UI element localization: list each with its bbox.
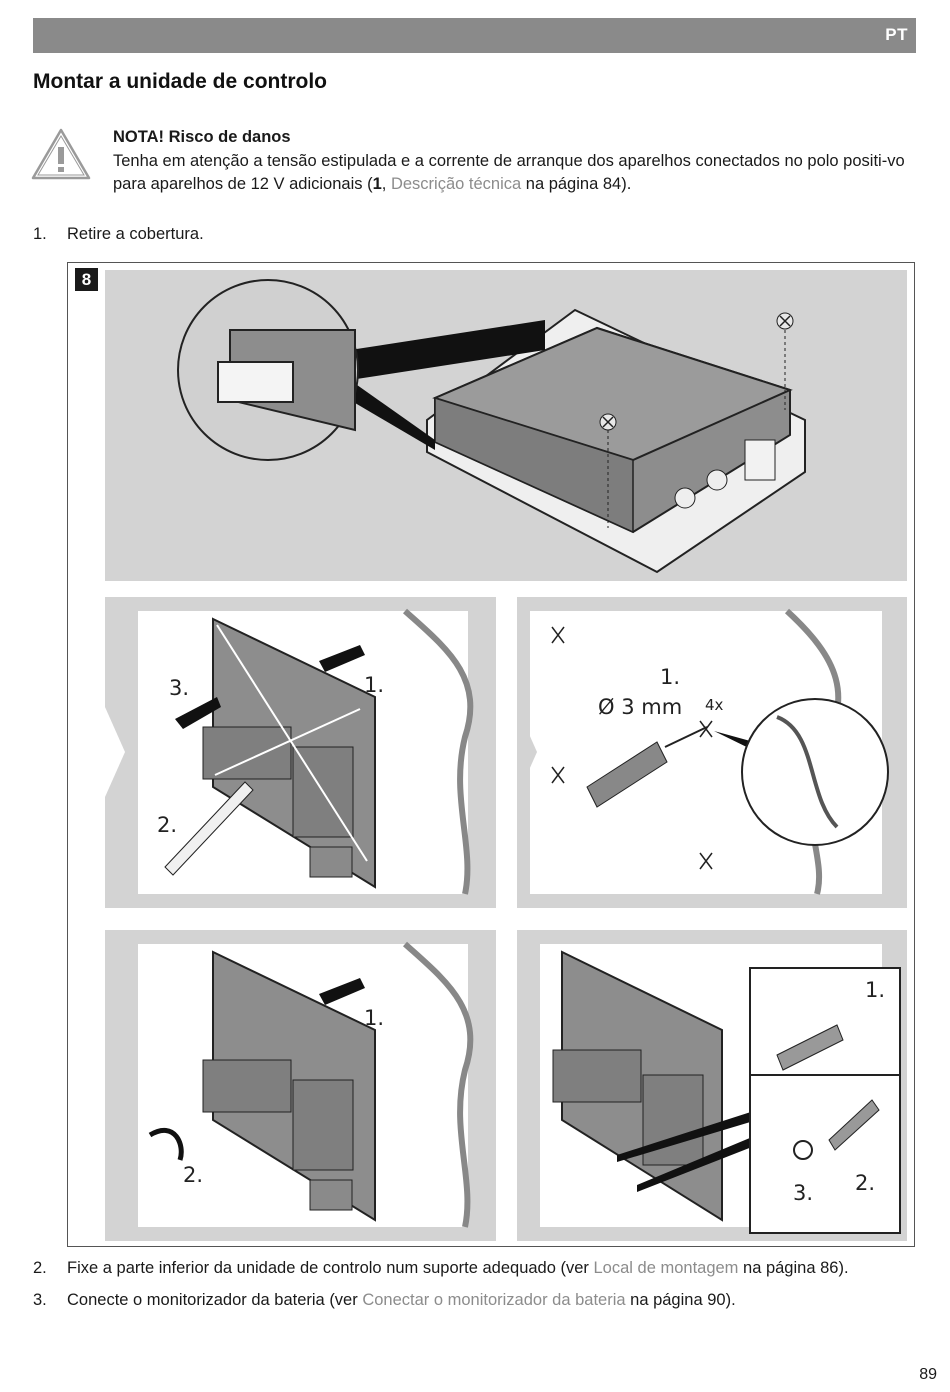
step-label-2: 2.	[855, 1171, 875, 1195]
step-number: 3.	[33, 1291, 47, 1309]
step-label-1: 1.	[865, 978, 885, 1002]
hole-diameter-label: Ø 3 mm	[598, 695, 682, 719]
language-header-bar: PT	[33, 18, 916, 53]
drilling-illustration: 1. Ø 3 mm 4x	[517, 608, 889, 895]
step-label-2: 2.	[183, 1163, 203, 1187]
page-number: 89	[919, 1366, 937, 1383]
step-label-3: 3.	[793, 1181, 813, 1205]
open-housing-illustration: 1. 2. 3.	[105, 608, 474, 895]
step-number: 1.	[33, 225, 47, 243]
section-title: Montar a unidade de controlo	[33, 70, 328, 93]
screw-base-illustration: 1. 2.	[105, 941, 474, 1228]
step-label-3: 3.	[169, 676, 189, 700]
step-3: 3.Conecte o monitorizador da bateria (ve…	[33, 1291, 736, 1309]
step-label-1: 1.	[364, 1006, 384, 1030]
figure-label: 8	[75, 268, 98, 291]
step-number: 2.	[33, 1259, 47, 1277]
control-unit-cover-illustration	[177, 279, 806, 574]
figure-panel-connect-terminals: 1. 2. 3.	[517, 930, 907, 1241]
hole-count-label: 4x	[705, 696, 724, 714]
step-link-battery-monitor[interactable]: Conectar o monitorizador da bateria	[362, 1291, 626, 1309]
figure-panel-screw-base: 1. 2.	[105, 930, 496, 1241]
terminal-connection-illustration: 1. 2. 3.	[517, 944, 901, 1234]
language-code: PT	[885, 25, 908, 44]
figure-panel-open-housing: 1. 2. 3.	[105, 597, 496, 908]
warning-triangle-icon	[31, 128, 91, 180]
step-link-mounting-location[interactable]: Local de montagem	[593, 1259, 739, 1277]
figure-panel-drill-holes: 1. Ø 3 mm 4x	[517, 597, 907, 908]
step-label-1: 1.	[364, 673, 384, 697]
step-2: 2.Fixe a parte inferior da unidade de co…	[33, 1259, 849, 1277]
note-title: NOTA! Risco de danos	[113, 128, 291, 146]
step-label-1: 1.	[660, 665, 680, 689]
step-1: 1. Retire a cobertura.	[33, 225, 204, 244]
note-link-technical-description[interactable]: Descrição técnica	[390, 175, 522, 193]
note-ref-number: 1	[372, 175, 382, 193]
step-text: Retire a cobertura.	[67, 225, 204, 243]
step-label-2: 2.	[157, 813, 177, 837]
figure-panel-cover-removal	[105, 270, 907, 581]
note-body: Tenha em atenção a tensão estipulada e a…	[113, 152, 905, 193]
